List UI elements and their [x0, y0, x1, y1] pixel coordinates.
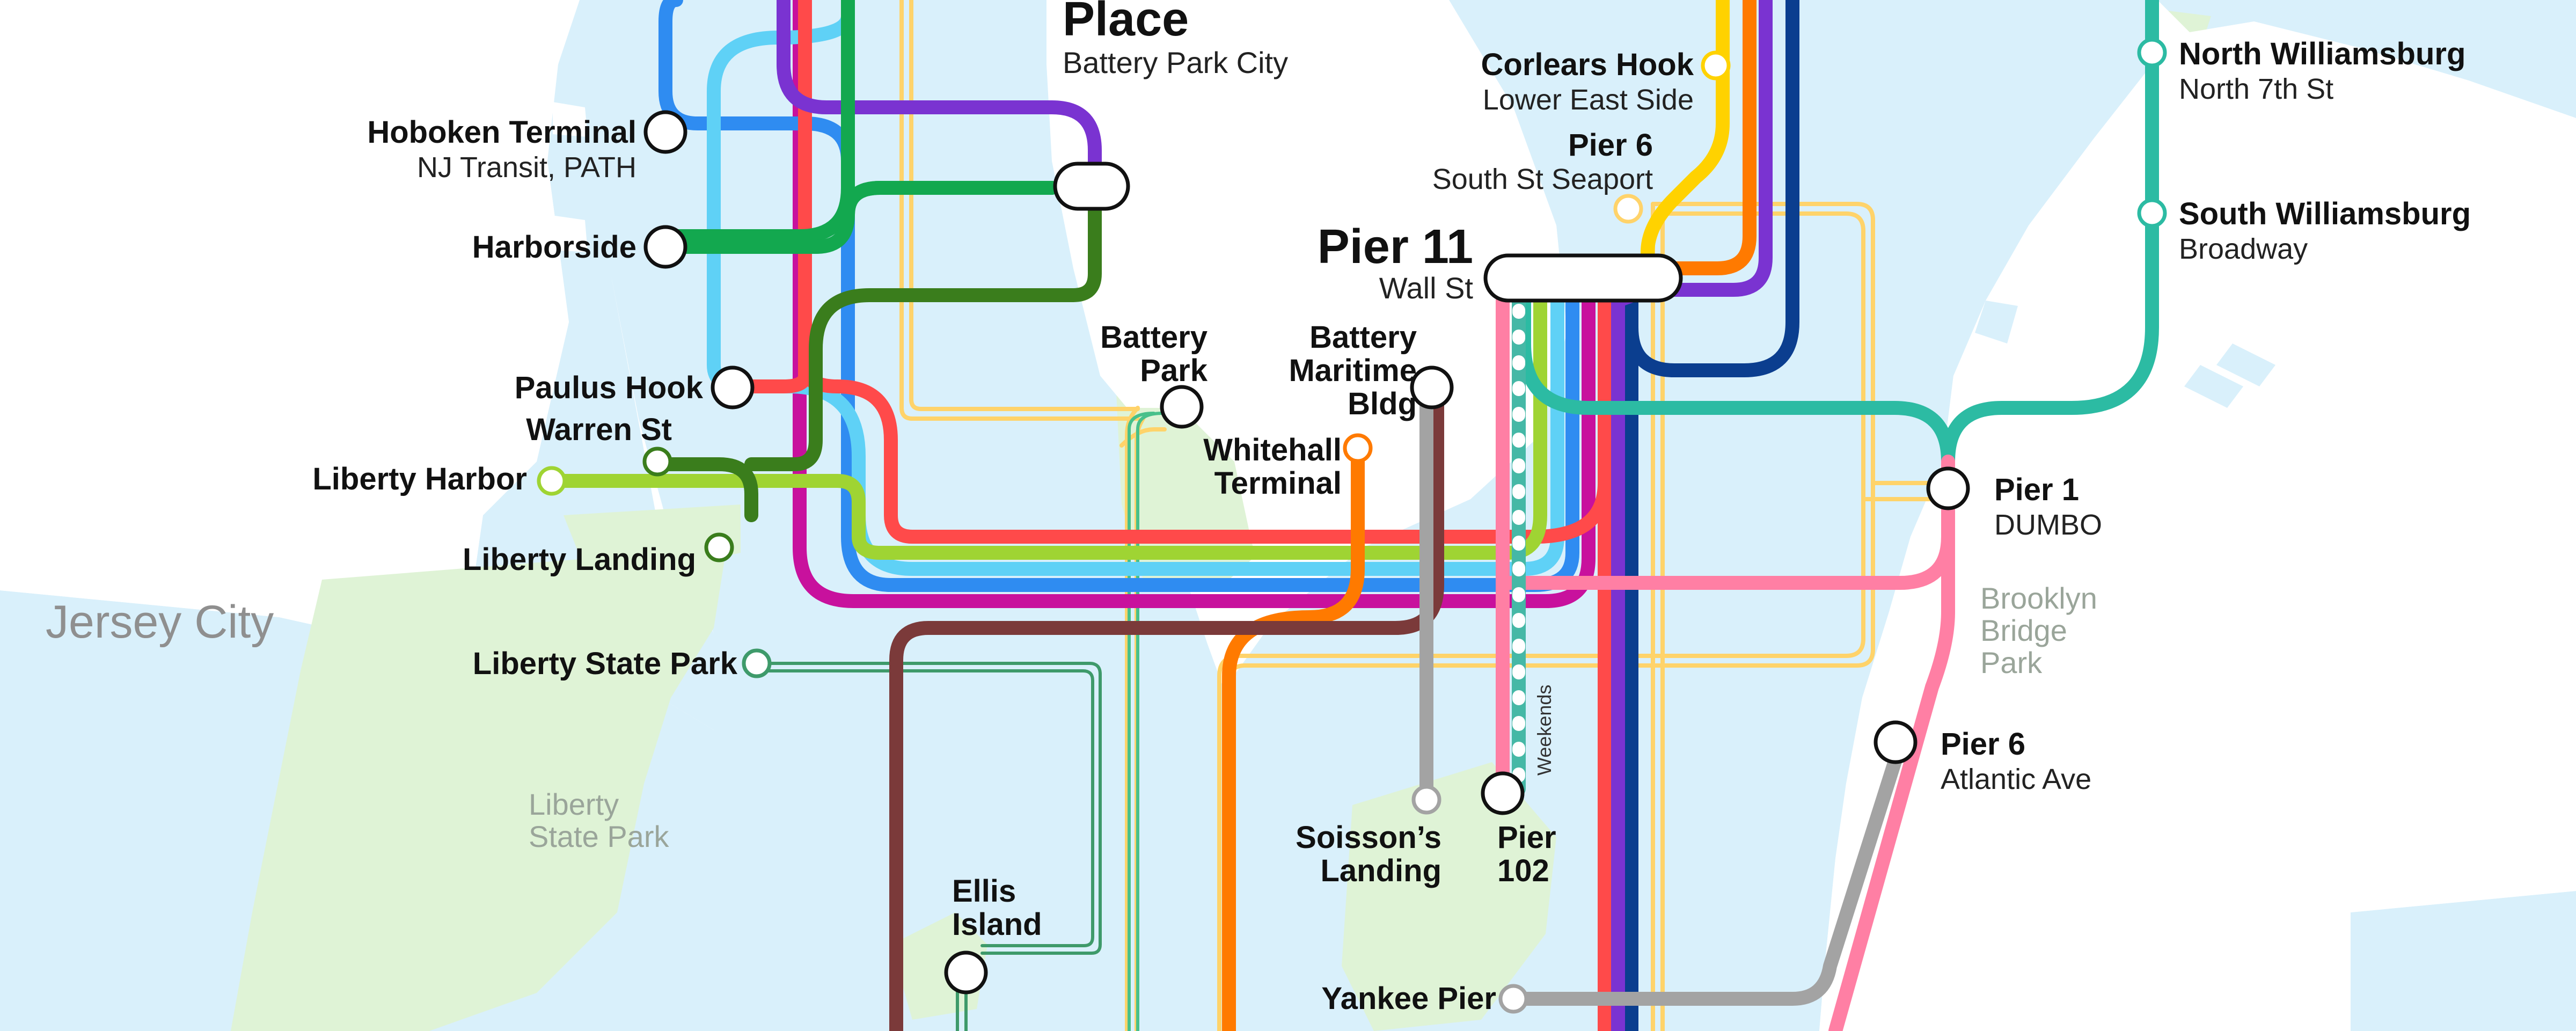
- stop-pier6-seaport-marker[interactable]: [1613, 194, 1643, 224]
- stop-place-name[interactable]: Place: [1063, 0, 1189, 46]
- stop-harborside-name[interactable]: Harborside: [472, 230, 636, 265]
- manhattan-tip-land: [912, 0, 1567, 623]
- liberty-harbor-park: [564, 504, 741, 569]
- stop-liberty-state-park-marker[interactable]: [742, 648, 772, 678]
- stop-pier1-sub: DUMBO: [1994, 509, 2102, 541]
- stop-liberty-harbor-name[interactable]: Liberty Harbor: [312, 462, 527, 496]
- route-lime: [540, 294, 1547, 560]
- route-red: [728, 0, 1612, 1031]
- stop-pier6-seaport-sub: South St Seaport: [1432, 163, 1653, 195]
- hudson-river: [580, 0, 1342, 1031]
- route-purple: [777, 0, 1773, 1031]
- pier-harborside: [547, 215, 588, 252]
- stop-harborside-marker[interactable]: [643, 225, 687, 269]
- stop-corlears-hook-marker[interactable]: [1701, 50, 1731, 81]
- stop-battery-park-name-l2[interactable]: Park: [1140, 353, 1208, 388]
- stop-pier6-atlantic-sub: Atlantic Ave: [1941, 763, 2091, 795]
- weekends-label: Weekends: [1533, 685, 1555, 776]
- area-brooklyn-bridge-park-l1: Brooklyn: [1980, 581, 2097, 615]
- route-gray: [1419, 379, 1907, 1006]
- route-navy: [1624, 0, 1799, 1031]
- governors-island: [1342, 762, 1556, 1031]
- stop-pier1-marker[interactable]: [1926, 466, 1970, 510]
- stop-battery-park-name-l1[interactable]: Battery: [1100, 320, 1208, 355]
- stop-place-sub: Battery Park City: [1063, 46, 1288, 79]
- stop-liberty-landing-name[interactable]: Liberty Landing: [463, 542, 696, 577]
- stop-battery-maritime-marker[interactable]: [1410, 365, 1454, 410]
- stations: [643, 110, 1970, 995]
- stop-corlears-hook-name[interactable]: Corlears Hook: [1481, 47, 1694, 82]
- liberty-state-park-land: [231, 515, 730, 1031]
- stop-pier1-name[interactable]: Pier 1: [1994, 472, 2079, 507]
- stop-battery-maritime-name-l2[interactable]: Maritime: [1289, 353, 1417, 388]
- area-jersey-city: Jersey City: [46, 596, 274, 648]
- area-liberty-state-park-l1: Liberty: [529, 787, 619, 821]
- stop-hoboken-name[interactable]: Hoboken Terminal: [367, 115, 636, 150]
- route-orange: [1222, 0, 1757, 1031]
- stop-battery-maritime-name-l1[interactable]: Battery: [1309, 320, 1417, 355]
- stop-place-marker[interactable]: [1053, 162, 1130, 211]
- stop-ellis-island-name-l1[interactable]: Ellis: [952, 874, 1016, 909]
- stop-pier11-marker[interactable]: [1483, 253, 1683, 303]
- stop-hoboken-sub: NJ Transit, PATH: [417, 151, 636, 184]
- stop-yankee-pier-name[interactable]: Yankee Pier: [1321, 981, 1496, 1016]
- stop-soissons-name-l2[interactable]: Landing: [1320, 853, 1441, 888]
- route-yellow: [1641, 0, 1730, 286]
- stop-pier102-marker[interactable]: [1481, 771, 1525, 815]
- brooklyn-piers: [1975, 301, 2479, 1031]
- stop-warren-st-marker[interactable]: [642, 447, 672, 477]
- stop-pier6-seaport-name[interactable]: Pier 6: [1568, 128, 1653, 163]
- stop-pier6-atlantic-marker[interactable]: [1874, 720, 1918, 764]
- stop-pier11-sub: Wall St: [1379, 271, 1474, 305]
- small-stations: [537, 38, 2167, 1014]
- stop-pier102-name-l1[interactable]: Pier: [1497, 820, 1556, 855]
- newtown-creek-water: [2157, 0, 2576, 118]
- route-green-main: [658, 0, 1059, 254]
- stop-liberty-state-park-name[interactable]: Liberty State Park: [473, 646, 738, 681]
- stop-ellis-island-name-l2[interactable]: Island: [952, 907, 1042, 942]
- area-liberty-state-park-l2: State Park: [529, 820, 669, 853]
- stop-pier102-name-l2[interactable]: 102: [1497, 853, 1549, 888]
- stop-south-williamsburg-marker[interactable]: [2137, 198, 2167, 228]
- stop-battery-maritime-name-l3[interactable]: Bldg: [1348, 386, 1417, 421]
- stop-battery-park-marker[interactable]: [1160, 385, 1204, 429]
- stop-hoboken-marker[interactable]: [643, 110, 687, 154]
- route-brown: [889, 379, 1444, 1031]
- stop-soissons-name-l1[interactable]: Soisson’s: [1296, 820, 1441, 855]
- stop-pier11-name[interactable]: Pier 11: [1318, 220, 1473, 274]
- route-darkgreen: [650, 176, 1102, 522]
- stop-yankee-pier-marker[interactable]: [1498, 984, 1528, 1014]
- route-ellis-green: [755, 412, 1164, 1031]
- stop-south-williamsburg-sub: Broadway: [2179, 233, 2308, 265]
- brooklyn-land: [1819, 0, 2576, 1031]
- stop-liberty-harbor-marker[interactable]: [537, 466, 567, 496]
- stop-paulus-hook-marker[interactable]: [711, 365, 755, 410]
- area-brooklyn-bridge-park-l3: Park: [1980, 646, 2043, 679]
- area-brooklyn-bridge-park-l2: Bridge: [1980, 613, 2067, 647]
- jersey-land: [0, 0, 588, 666]
- stop-north-williamsburg-sub: North 7th St: [2179, 73, 2333, 105]
- stop-north-williamsburg-marker[interactable]: [2137, 38, 2167, 68]
- stop-north-williamsburg-name[interactable]: North Williamsburg: [2179, 36, 2465, 71]
- pier-hoboken: [553, 102, 588, 137]
- stop-paulus-hook-name[interactable]: Paulus Hook: [515, 370, 704, 405]
- stop-whitehall-marker[interactable]: [1343, 433, 1373, 463]
- stop-ellis-island-marker[interactable]: [944, 950, 988, 995]
- east-river-north: [1814, 0, 2190, 408]
- stop-south-williamsburg-name[interactable]: South Williamsburg: [2179, 196, 2471, 231]
- routes: [540, 0, 2159, 1031]
- stop-soissons-marker[interactable]: [1411, 785, 1441, 815]
- stop-liberty-landing-marker[interactable]: [704, 532, 734, 562]
- stop-warren-st-name[interactable]: Warren St: [526, 412, 672, 447]
- stop-whitehall-name-l1[interactable]: Whitehall: [1203, 433, 1342, 467]
- stop-whitehall-name-l2[interactable]: Terminal: [1214, 466, 1342, 501]
- stop-corlears-hook-sub: Lower East Side: [1483, 84, 1694, 116]
- east-river: [1197, 0, 2157, 1031]
- stop-pier6-atlantic-name[interactable]: Pier 6: [1941, 727, 2025, 762]
- gowanus-water: [2351, 891, 2576, 1031]
